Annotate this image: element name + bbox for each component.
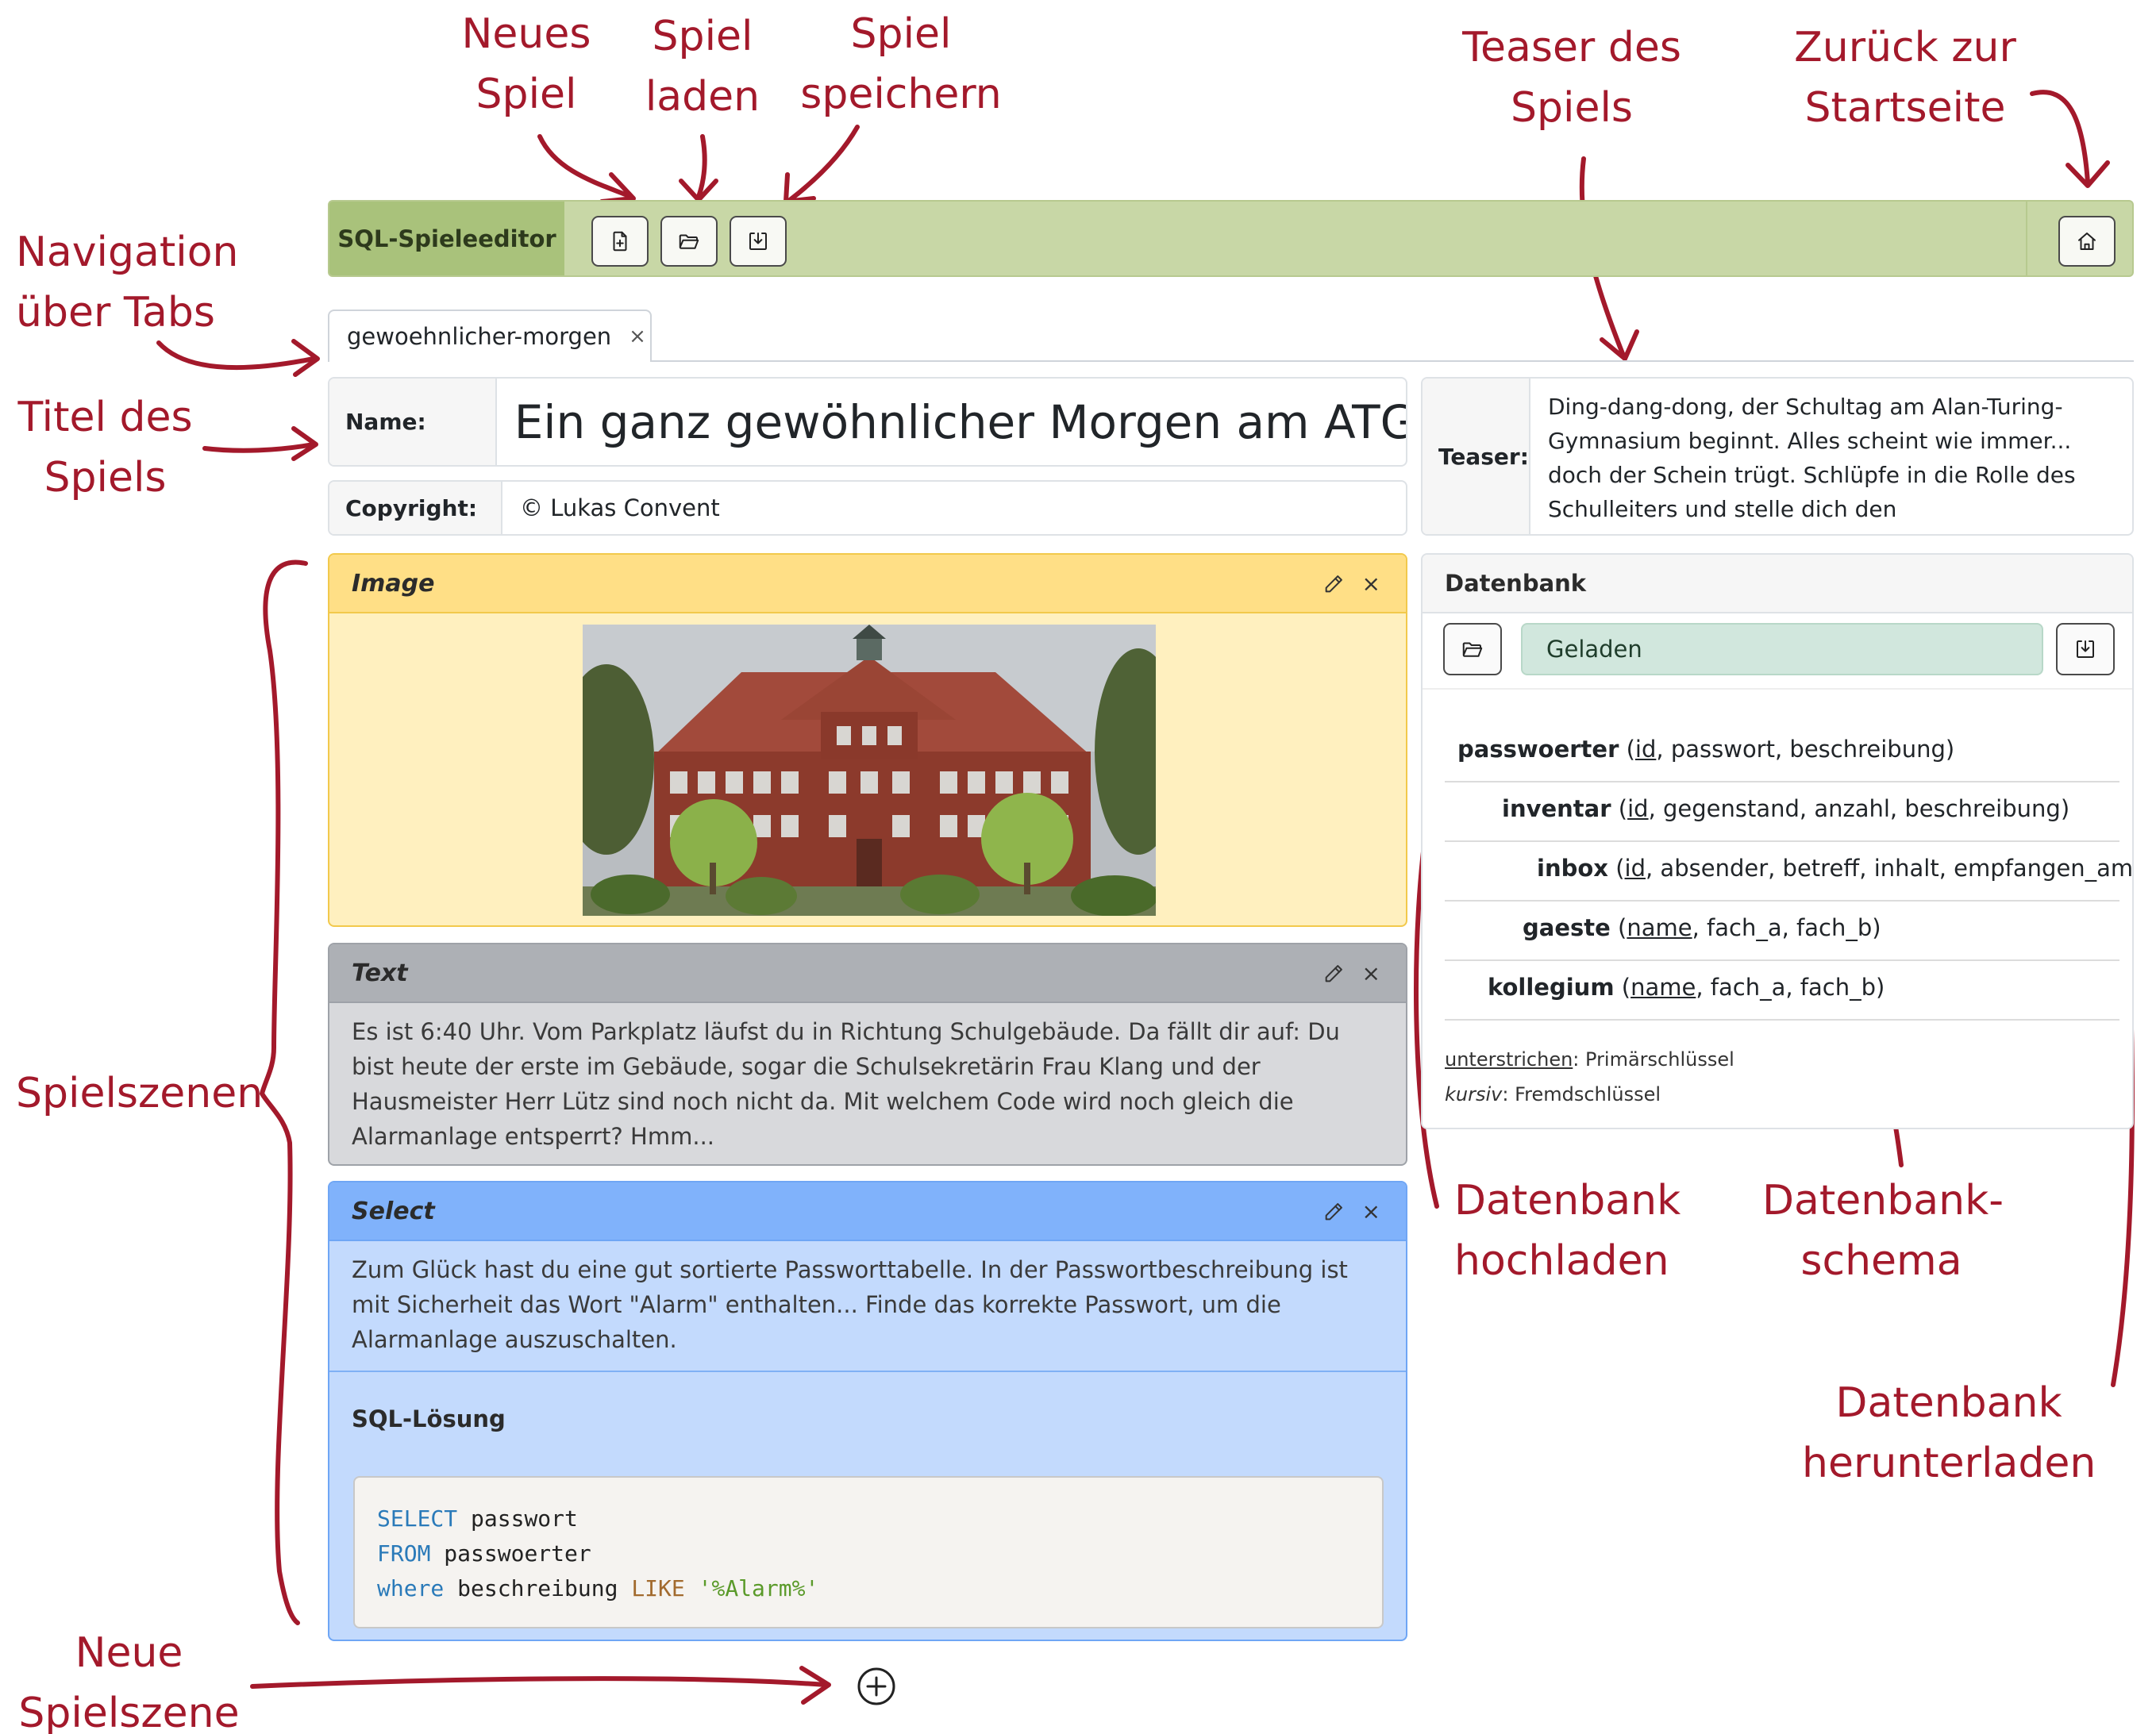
home-button[interactable] <box>2058 216 2116 267</box>
tab-gewoehnlicher-morgen[interactable]: gewoehnlicher-morgen × <box>328 310 652 362</box>
app-brand: SQL-Spieleeditor <box>329 202 564 275</box>
name-input[interactable]: Ein ganz gewöhnlicher Morgen am ATG? <box>514 394 1406 449</box>
sql-string: '%Alarm%' <box>684 1575 819 1601</box>
new-game-button[interactable] <box>591 216 649 267</box>
download-icon <box>749 233 767 250</box>
legend-primary-key: unterstrichen: Primärschlüssel <box>1445 1048 1734 1071</box>
copyright-field-group: Copyright: © Lukas Convent <box>328 480 1407 536</box>
db-download-button[interactable] <box>2056 623 2115 675</box>
schema-table-kollegium[interactable]: kollegium (name, fach_a, fach_b) <box>1488 974 1885 1001</box>
db-status-field: Geladen <box>1521 623 2043 675</box>
tab-close-icon[interactable]: × <box>629 325 646 348</box>
arrow-tabs <box>156 340 316 371</box>
tab-label: gewoehnlicher-morgen <box>347 323 612 350</box>
name-label: Name: <box>329 379 497 465</box>
schema-divider <box>1445 781 2119 782</box>
school-building-photo <box>583 625 1156 916</box>
pencil-icon[interactable] <box>1322 573 1345 595</box>
folder-open-icon <box>1462 642 1483 657</box>
schema-table-inventar[interactable]: inventar (id, gegenstand, anzahl, beschr… <box>1502 795 2070 822</box>
legend-foreign-key: kursiv: Fremdschlüssel <box>1445 1083 1661 1105</box>
add-scene-button[interactable] <box>856 1666 897 1707</box>
sql-text: passwort <box>457 1505 578 1532</box>
scene-card-title: Image <box>352 569 435 598</box>
tab-bar <box>328 360 2134 362</box>
arrow-load-game <box>696 134 707 199</box>
database-panel: Datenbank Geladen passwoerter (id, passw… <box>1421 553 2134 1129</box>
scene-card-text: Text × Es ist 6:40 Uhr. Vom Parkplatz lä… <box>328 943 1407 1166</box>
sql-keyword: where <box>377 1575 445 1601</box>
scene-text-body[interactable]: Es ist 6:40 Uhr. Vom Parkplatz läufst du… <box>352 1018 1340 1150</box>
schema-divider <box>1445 1019 2119 1021</box>
sql-text: passwoerter <box>430 1540 591 1567</box>
sql-keyword: SELECT <box>377 1505 458 1532</box>
db-upload-button[interactable] <box>1443 623 1502 675</box>
download-icon <box>2077 640 2094 658</box>
copyright-label: Copyright: <box>329 482 502 534</box>
arrow-save-game <box>787 125 860 202</box>
sql-keyword: FROM <box>377 1540 431 1567</box>
scene-card-title: Select <box>352 1197 435 1225</box>
schema-divider <box>1445 900 2119 902</box>
schema-divider <box>1445 959 2119 961</box>
home-icon <box>2078 233 2096 250</box>
copyright-input[interactable]: © Lukas Convent <box>520 494 720 521</box>
scene-card-title: Text <box>352 959 408 987</box>
scene-select-body[interactable]: Zum Glück hast du eine gut sortierte Pas… <box>329 1241 1406 1372</box>
brace-scenes <box>260 559 308 1625</box>
top-navbar: SQL-Spieleeditor <box>328 200 2134 277</box>
schema-divider <box>1445 840 2119 842</box>
file-plus-icon <box>613 231 627 252</box>
load-game-button[interactable] <box>660 216 718 267</box>
scene-card-image: Image × <box>328 553 1407 927</box>
plus-circle-icon <box>857 1667 895 1705</box>
schema-table-gaeste[interactable]: gaeste (name, fach_a, fach_b) <box>1523 914 1881 941</box>
close-icon[interactable]: × <box>1361 1198 1380 1225</box>
db-divider <box>1423 688 2132 690</box>
annotation-scenes: Spielszenen <box>16 1070 264 1117</box>
close-icon[interactable]: × <box>1361 960 1380 986</box>
schema-table-inbox[interactable]: inbox (id, absender, betreff, inhalt, em… <box>1537 855 2134 882</box>
pencil-icon[interactable] <box>1322 963 1345 985</box>
database-title: Datenbank <box>1423 555 2132 613</box>
teaser-textarea[interactable]: Ding-dang-dong, der Schultag am Alan-Tur… <box>1547 394 2076 534</box>
schema-table-passwoerter[interactable]: passwoerter (id, passwort, beschreibung) <box>1457 736 1955 763</box>
navbar-divider <box>2026 202 2027 275</box>
folder-open-icon <box>679 234 699 249</box>
sql-operator: LIKE <box>631 1575 685 1601</box>
scene-card-header: Select × <box>329 1182 1406 1241</box>
name-field-group: Name: Ein ganz gewöhnlicher Morgen am AT… <box>328 377 1407 467</box>
scene-card-select: Select × Zum Glück hast du eine gut sort… <box>328 1181 1407 1641</box>
sql-code-editor[interactable]: SELECT passwort FROM passwoerter where b… <box>353 1476 1384 1628</box>
arrow-title <box>202 442 316 453</box>
teaser-field-group: Teaser: Ding-dang-dong, der Schultag am … <box>1421 377 2134 536</box>
arrow-new-game <box>537 134 629 198</box>
pencil-icon[interactable] <box>1322 1201 1345 1223</box>
arrow-home <box>2030 90 2090 185</box>
sql-solution-title: SQL-Lösung <box>352 1405 506 1432</box>
annotation-db-schema: Datenbank-schema <box>1762 1177 2004 1285</box>
save-game-button[interactable] <box>730 216 787 267</box>
close-icon[interactable]: × <box>1361 571 1380 597</box>
scene-image <box>583 625 1156 916</box>
teaser-label: Teaser: <box>1423 379 1530 534</box>
scene-card-header: Image × <box>329 555 1406 613</box>
sql-text: beschreibung <box>444 1575 632 1601</box>
scene-card-header: Text × <box>329 944 1406 1003</box>
arrow-new-scene <box>250 1676 828 1689</box>
